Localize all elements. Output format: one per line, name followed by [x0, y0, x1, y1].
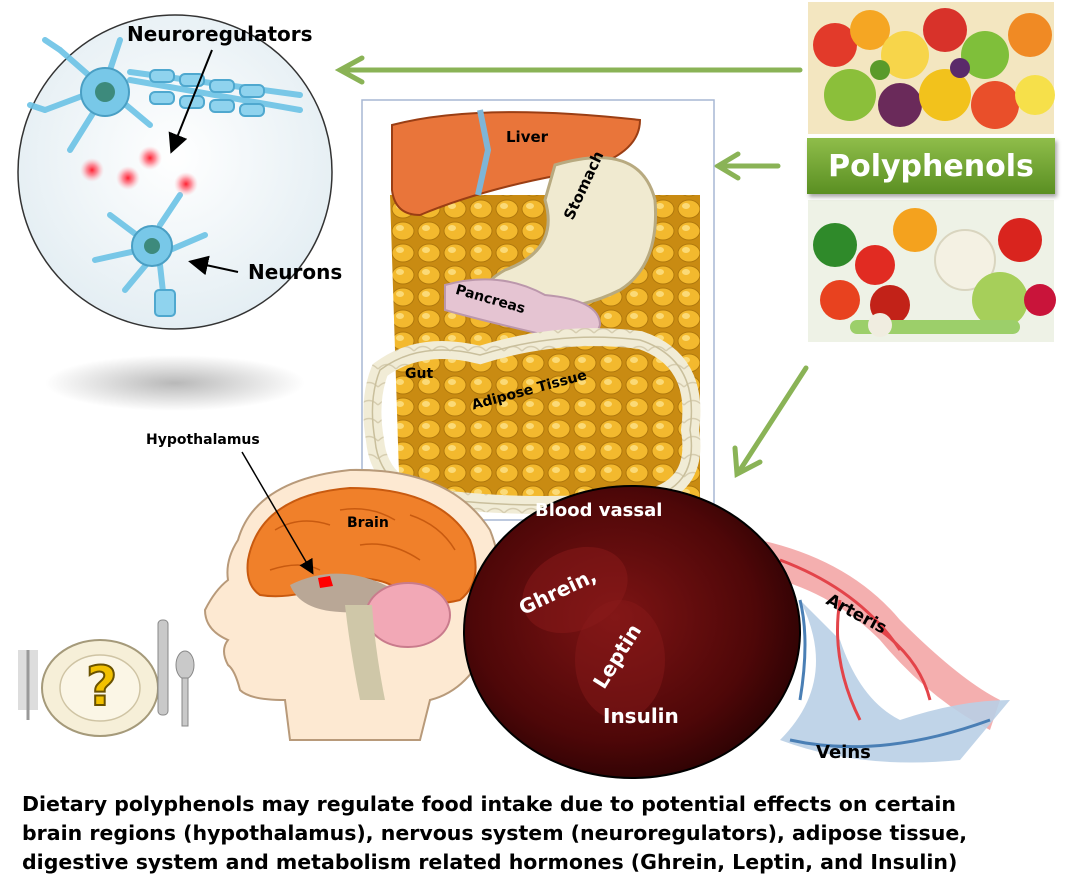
polyphenol-arrows: [334, 55, 809, 478]
label-veins: Veins: [816, 742, 871, 763]
head-brain-illustration: [203, 451, 501, 741]
label-blood-vessel: Blood vassal: [535, 500, 663, 521]
label-gut: Gut: [405, 366, 434, 382]
polyphenols-banner: Polyphenols: [807, 138, 1055, 194]
caption-line-1: Dietary polyphenols may regulate food in…: [22, 792, 957, 816]
fruits-image: [808, 2, 1055, 134]
neuron-shadow: [45, 355, 305, 411]
caption: Dietary polyphenols may regulate food in…: [22, 790, 1062, 877]
vegetables-image: [808, 200, 1056, 342]
caption-line-3: digestive system and metabolism related …: [22, 850, 958, 874]
label-brain: Brain: [347, 515, 389, 531]
label-insulin: Insulin: [603, 704, 679, 728]
plate-question-mark: ?: [85, 654, 118, 719]
caption-line-2: brain regions (hypothalamus), nervous sy…: [22, 821, 968, 845]
label-liver: Liver: [506, 128, 549, 146]
digestive-system-panel: [361, 99, 715, 521]
label-hypothalamus: Hypothalamus: [146, 432, 260, 448]
neuron-illustration: [17, 14, 333, 330]
label-neuroregulators: Neuroregulators: [127, 22, 313, 46]
plate-illustration: [18, 619, 195, 737]
blood-vessel-circle: [463, 485, 1010, 779]
label-neurons: Neurons: [248, 260, 343, 284]
